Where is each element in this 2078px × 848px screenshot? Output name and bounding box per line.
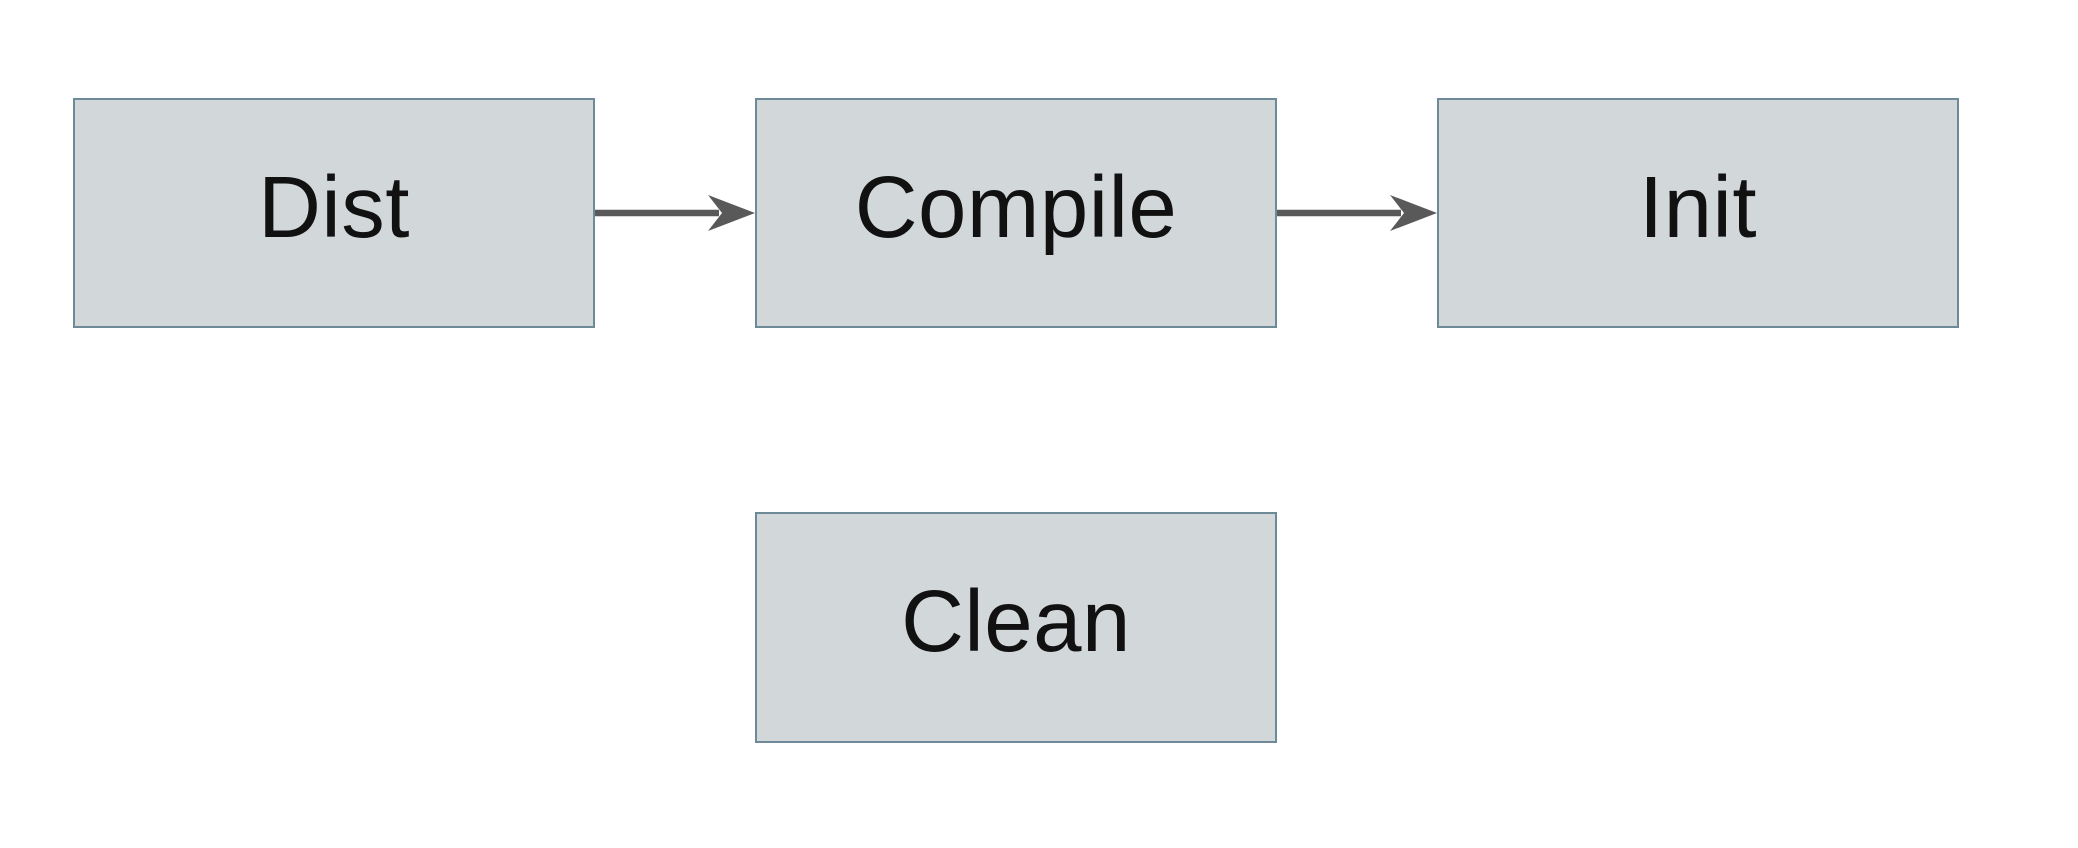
node-init: Init xyxy=(1437,98,1959,328)
node-compile-label: Compile xyxy=(854,158,1178,256)
node-clean: Clean xyxy=(755,512,1277,743)
node-compile: Compile xyxy=(755,98,1277,328)
arrow-dist-to-compile xyxy=(595,195,755,231)
node-dist: Dist xyxy=(73,98,595,328)
arrow-compile-to-init xyxy=(1277,195,1437,231)
node-init-label: Init xyxy=(1638,158,1758,256)
node-dist-label: Dist xyxy=(258,158,410,256)
node-clean-label: Clean xyxy=(901,573,1131,670)
